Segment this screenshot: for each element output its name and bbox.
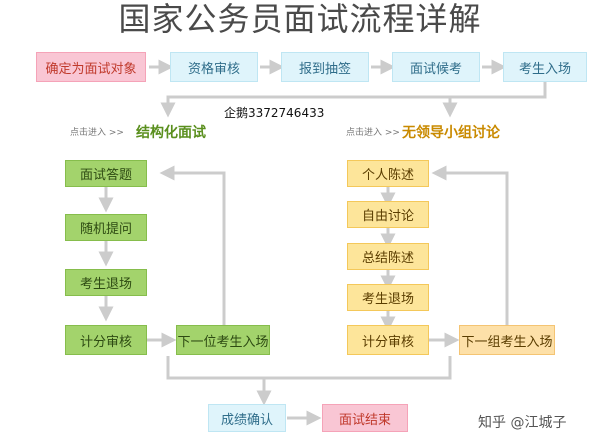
left-step-random-question: 随机提问	[65, 214, 147, 241]
right-hint: 点击进入 >>	[346, 128, 400, 138]
step-score-confirm: 成绩确认	[208, 404, 286, 432]
contact-text: 企鹅3372746433	[224, 106, 325, 120]
left-step-answer: 面试答题	[65, 160, 147, 187]
page-title: 国家公务员面试流程详解	[118, 0, 482, 38]
left-step-next-candidate: 下一位考生入场	[176, 325, 270, 355]
right-section-title: 无领导小组讨论	[402, 125, 500, 141]
right-step-summary: 总结陈述	[347, 243, 429, 270]
right-step-score-review: 计分审核	[347, 325, 429, 355]
watermark: 知乎 @江城子	[478, 415, 567, 431]
step-qualification-review: 资格审核	[170, 52, 258, 82]
right-step-statement: 个人陈述	[347, 160, 429, 187]
step-check-in-draw: 报到抽签	[281, 52, 369, 82]
left-hint: 点击进入 >>	[70, 128, 124, 138]
right-step-exit: 考生退场	[347, 284, 429, 311]
step-candidate-enter: 考生入场	[503, 52, 587, 82]
split-left	[160, 82, 547, 118]
step-waiting: 面试候考	[392, 52, 480, 82]
step-confirm-candidate: 确定为面试对象	[36, 52, 146, 82]
right-step-free-discussion: 自由讨论	[347, 201, 429, 228]
left-step-score-review: 计分审核	[65, 325, 147, 355]
right-step-next-group: 下一组考生入场	[459, 325, 555, 355]
left-section-title: 结构化面试	[136, 125, 206, 141]
left-step-exit: 考生退场	[65, 269, 147, 296]
step-interview-end: 面试结束	[322, 404, 408, 432]
